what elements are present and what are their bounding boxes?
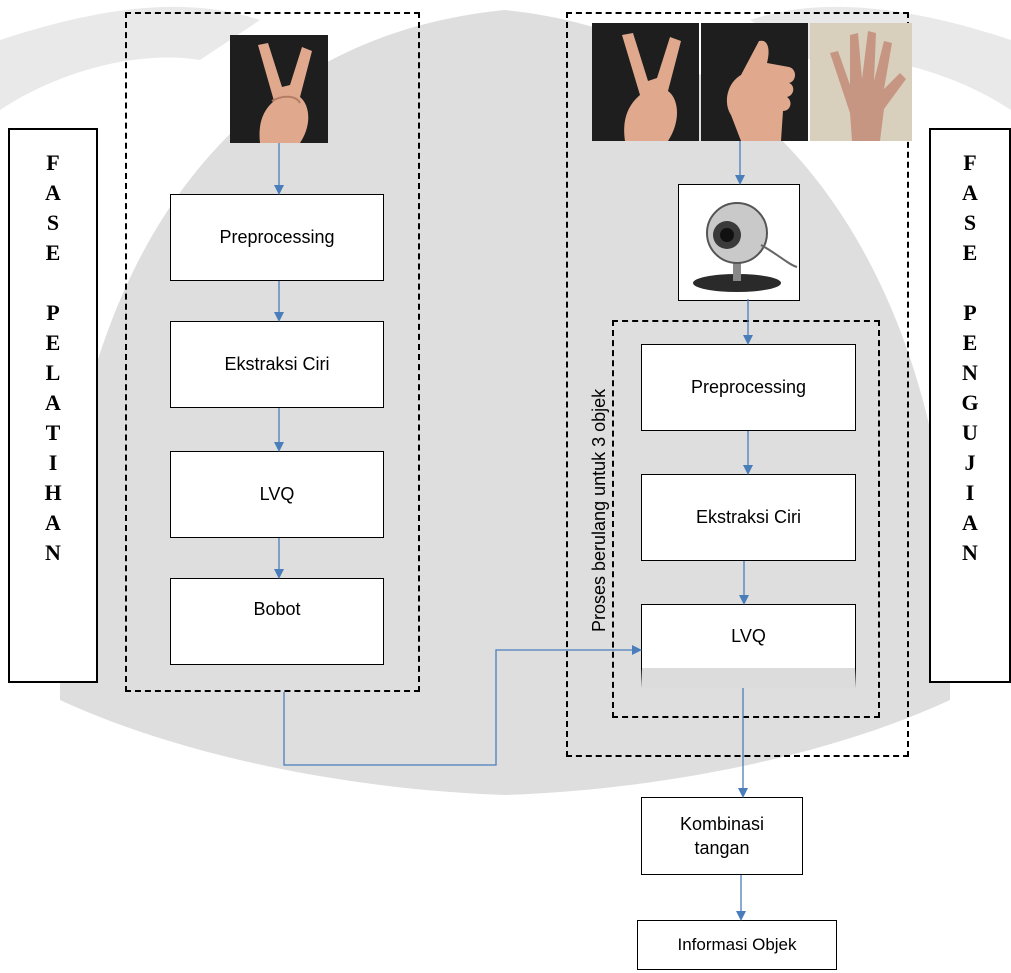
right-letter: A	[962, 510, 978, 535]
left-letter: A	[45, 510, 61, 535]
webcam-image	[678, 184, 800, 301]
webcam-icon	[693, 202, 798, 292]
right-letter: E	[962, 330, 978, 355]
thumbs-up-hand-icon	[701, 23, 808, 141]
object-information-box: Informasi Objek	[637, 920, 837, 970]
left-letter: F	[46, 150, 60, 175]
left-letter: H	[44, 480, 62, 505]
left-letter: P	[46, 300, 60, 325]
peace-hand-icon	[230, 35, 328, 143]
testing-phase-container	[566, 12, 909, 757]
right-letter: P	[963, 300, 977, 325]
left-letter: A	[45, 180, 61, 205]
right-letter: S	[963, 210, 977, 235]
left-letter: I	[48, 450, 58, 475]
left-letter: S	[46, 210, 60, 235]
peace-hand-icon	[592, 23, 699, 141]
training-phase-container	[125, 12, 420, 692]
right-letter: I	[965, 480, 975, 505]
testing-feature-extraction-box: Ekstraksi Ciri	[641, 474, 856, 561]
right-letter: U	[962, 420, 978, 445]
repeat-loop-container	[612, 320, 880, 718]
open-palm-hand-icon	[810, 23, 912, 141]
testing-image-open-palm	[810, 23, 912, 141]
left-letter: E	[45, 240, 61, 265]
hand-combination-box: Kombinasi tangan	[641, 797, 803, 875]
training-preprocessing-box: Preprocessing	[170, 194, 384, 281]
right-letter: A	[962, 180, 978, 205]
training-feature-extraction-box: Ekstraksi Ciri	[170, 321, 384, 408]
testing-image-thumbs-up	[701, 23, 808, 141]
right-letter: J	[964, 450, 976, 475]
left-letter: L	[45, 360, 61, 385]
right-letter: N	[962, 540, 978, 565]
right-letter: G	[961, 390, 979, 415]
right-letter: N	[962, 360, 978, 385]
testing-preprocessing-box: Preprocessing	[641, 344, 856, 431]
left-letter: T	[45, 420, 61, 445]
right-letter: E	[962, 240, 978, 265]
left-letter: N	[45, 540, 61, 565]
right-letter: F	[963, 150, 977, 175]
training-input-image	[230, 35, 328, 143]
testing-image-peace	[592, 23, 699, 141]
left-letter: A	[45, 390, 61, 415]
training-weights-box: Bobot	[170, 578, 384, 665]
arrow-weights-to-testing-lvq	[283, 645, 642, 766]
testing-lvq-box: LVQ	[641, 604, 856, 688]
left-letter: E	[45, 330, 61, 355]
training-lvq-box: LVQ	[170, 451, 384, 538]
